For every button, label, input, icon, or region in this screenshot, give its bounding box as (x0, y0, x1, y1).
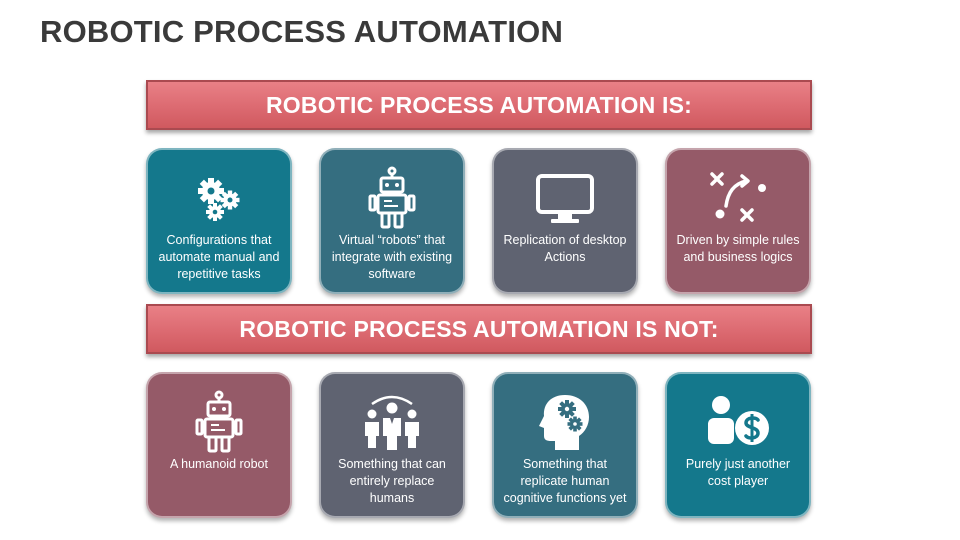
strategy-icon (667, 166, 809, 230)
gears-icon (148, 166, 290, 230)
card-desktop-replication: Replication of desktop Actions (492, 148, 638, 294)
card-text: Configurations that automate manual and … (158, 233, 280, 281)
card-text: Driven by simple rules and business logi… (676, 233, 800, 264)
page-title: ROBOTIC PROCESS AUTOMATION (40, 14, 564, 49)
card-replace-humans: Something that can entirely replace huma… (319, 372, 465, 518)
card-virtual-robots: Virtual “robots” that integrate with exi… (319, 148, 465, 294)
card-cost-player: Purely just another cost player (665, 372, 811, 518)
card-text: Virtual “robots” that integrate with exi… (331, 233, 453, 281)
card-humanoid-robot: A humanoid robot (146, 372, 292, 518)
card-rules-logic: Driven by simple rules and business logi… (665, 148, 811, 294)
card-configurations: Configurations that automate manual and … (146, 148, 292, 294)
card-text: Something that can entirely replace huma… (338, 457, 446, 505)
card-cognitive-functions: Something that replicate human cognitive… (492, 372, 638, 518)
robot-icon (321, 166, 463, 230)
card-text: A humanoid robot (170, 457, 268, 471)
banner-is-not: ROBOTIC PROCESS AUTOMATION IS NOT: (146, 304, 812, 354)
team-icon (321, 390, 463, 454)
banner-is: ROBOTIC PROCESS AUTOMATION IS: (146, 80, 812, 130)
card-text: Something that replicate human cognitive… (503, 457, 627, 505)
head-gears-icon (494, 390, 636, 454)
person-dollar-icon (667, 390, 809, 454)
robot-icon (148, 390, 290, 454)
card-text: Purely just another cost player (685, 457, 791, 488)
card-text: Replication of desktop Actions (503, 233, 627, 264)
monitor-icon (494, 166, 636, 230)
